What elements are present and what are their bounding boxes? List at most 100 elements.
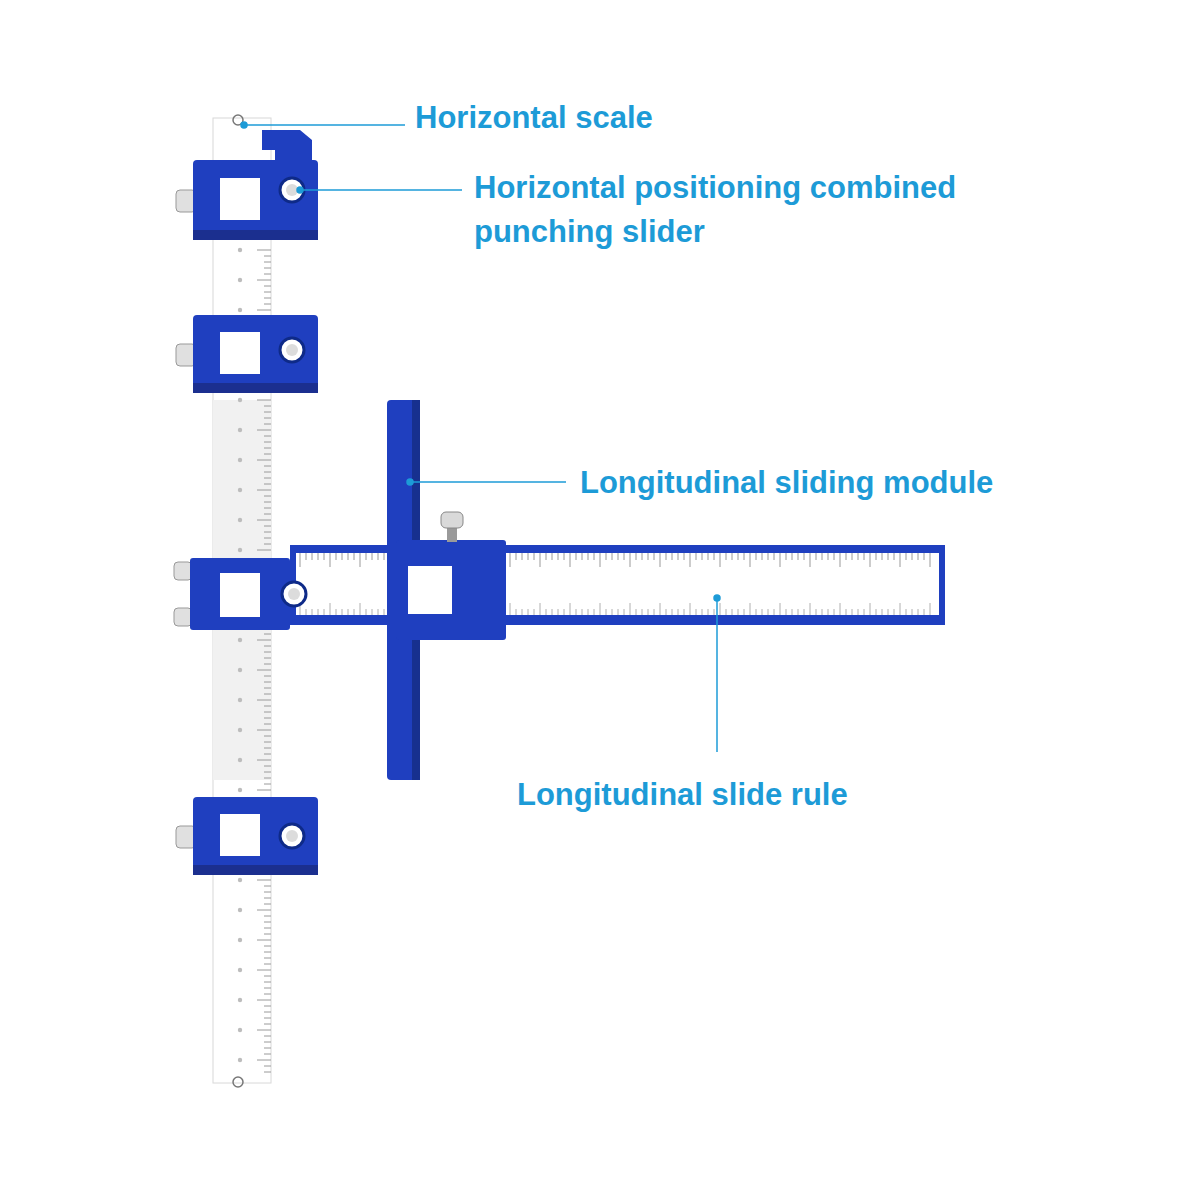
tick (257, 640, 271, 641)
tick (642, 553, 643, 560)
tick (264, 292, 271, 293)
tick (257, 520, 271, 521)
tick (672, 609, 673, 615)
tick (576, 609, 577, 615)
tick (834, 553, 835, 560)
tick (264, 532, 271, 533)
tick (570, 603, 571, 615)
tick (264, 664, 271, 665)
tick (930, 603, 931, 615)
sliding-module (387, 400, 506, 780)
tick (264, 928, 271, 929)
tick (594, 609, 595, 615)
tick (264, 766, 271, 767)
tick (318, 609, 319, 615)
tick (384, 609, 385, 615)
tick (864, 553, 865, 560)
tick (696, 609, 697, 615)
tick (264, 418, 271, 419)
tick (834, 609, 835, 615)
tick (264, 526, 271, 527)
tick-dot (238, 488, 242, 492)
tick (522, 609, 523, 615)
part-label: Longitudinal slide rule (517, 773, 977, 817)
tick (654, 609, 655, 615)
tick (330, 603, 331, 615)
tick (906, 609, 907, 615)
tick-dot (238, 758, 242, 762)
tick (756, 609, 757, 615)
tick (744, 609, 745, 615)
tick (534, 553, 535, 560)
part-label: Horizontal positioning combined punching… (474, 166, 1054, 254)
tick (372, 609, 373, 615)
tick-dot (238, 878, 242, 882)
tick (264, 694, 271, 695)
tick (264, 658, 271, 659)
tick (858, 609, 859, 615)
tick (732, 553, 733, 560)
tick (264, 892, 271, 893)
tick (552, 609, 553, 615)
tick (816, 553, 817, 560)
tick (930, 553, 931, 567)
tick-dot (238, 1058, 242, 1062)
tick (714, 609, 715, 615)
tick (612, 553, 613, 560)
tick (354, 553, 355, 560)
tick (264, 706, 271, 707)
tick (264, 988, 271, 989)
tick (264, 754, 271, 755)
tick (558, 609, 559, 615)
tick-dot (238, 458, 242, 462)
tick (257, 430, 271, 431)
tick (576, 553, 577, 560)
tick (264, 748, 271, 749)
tick (864, 609, 865, 615)
tick (630, 553, 631, 567)
tick-dot (238, 788, 242, 792)
tick (264, 976, 271, 977)
tick-dot (238, 308, 242, 312)
tick (264, 1054, 271, 1055)
tick (264, 688, 271, 689)
tick-dot (238, 548, 242, 552)
tick (378, 609, 379, 615)
tick (264, 406, 271, 407)
tick (918, 609, 919, 615)
tick (822, 609, 823, 615)
tick (264, 964, 271, 965)
tick-dot (238, 1028, 242, 1032)
tick (894, 609, 895, 615)
tick (516, 553, 517, 560)
tick (816, 609, 817, 615)
tick (264, 412, 271, 413)
tick (264, 652, 271, 653)
tick (846, 553, 847, 560)
tick (600, 603, 601, 615)
tick (828, 553, 829, 560)
tick (882, 553, 883, 560)
tick (342, 609, 343, 615)
tick (264, 946, 271, 947)
tick (708, 553, 709, 560)
tick (264, 646, 271, 647)
tick (888, 609, 889, 615)
tick (257, 730, 271, 731)
tick (870, 553, 871, 567)
tick (257, 700, 271, 701)
tick (564, 609, 565, 615)
tick (257, 1030, 271, 1031)
tick (822, 553, 823, 560)
tick (702, 553, 703, 560)
tick (750, 603, 751, 615)
tick (264, 778, 271, 779)
tick (264, 544, 271, 545)
tick (792, 609, 793, 615)
tick (636, 553, 637, 560)
tick (264, 442, 271, 443)
tick (708, 609, 709, 615)
tick (618, 553, 619, 560)
tick (264, 472, 271, 473)
tick-dot (238, 638, 242, 642)
